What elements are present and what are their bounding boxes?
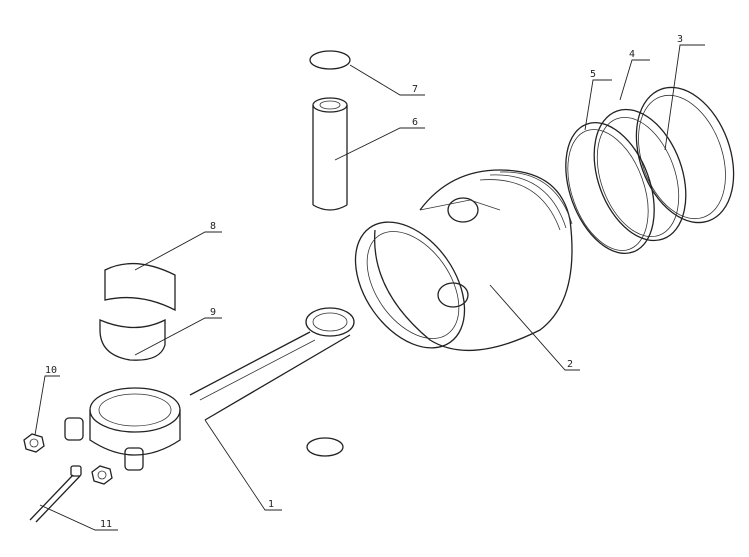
- piston: [354, 169, 573, 351]
- callout-8: 8: [210, 221, 216, 232]
- bearing-shell-upper: [104, 262, 176, 312]
- callout-2: 2: [567, 359, 573, 370]
- piston-ring-3: [635, 86, 735, 224]
- callout-11: 11: [100, 519, 112, 530]
- callout-3: 3: [677, 34, 683, 45]
- callout-9: 9: [210, 307, 216, 318]
- circlip-top: [309, 50, 351, 70]
- connecting-rod: [64, 307, 355, 471]
- callout-5: 5: [590, 69, 596, 80]
- callout-4: 4: [629, 49, 635, 60]
- bearing-shell-lower: [99, 318, 166, 361]
- nut-second: [91, 465, 113, 485]
- callout-1: 1: [268, 499, 274, 510]
- piston-ring-4: [593, 108, 687, 242]
- circlip-bottom: [306, 437, 344, 457]
- nut-10: [23, 433, 45, 453]
- callout-10: 10: [45, 365, 57, 376]
- bolt: [29, 465, 82, 523]
- callout-7: 7: [412, 84, 418, 95]
- leader-lines: [34, 44, 705, 531]
- piston-ring-5: [565, 122, 655, 254]
- callout-6: 6: [412, 117, 418, 128]
- piston-pin: [312, 97, 348, 211]
